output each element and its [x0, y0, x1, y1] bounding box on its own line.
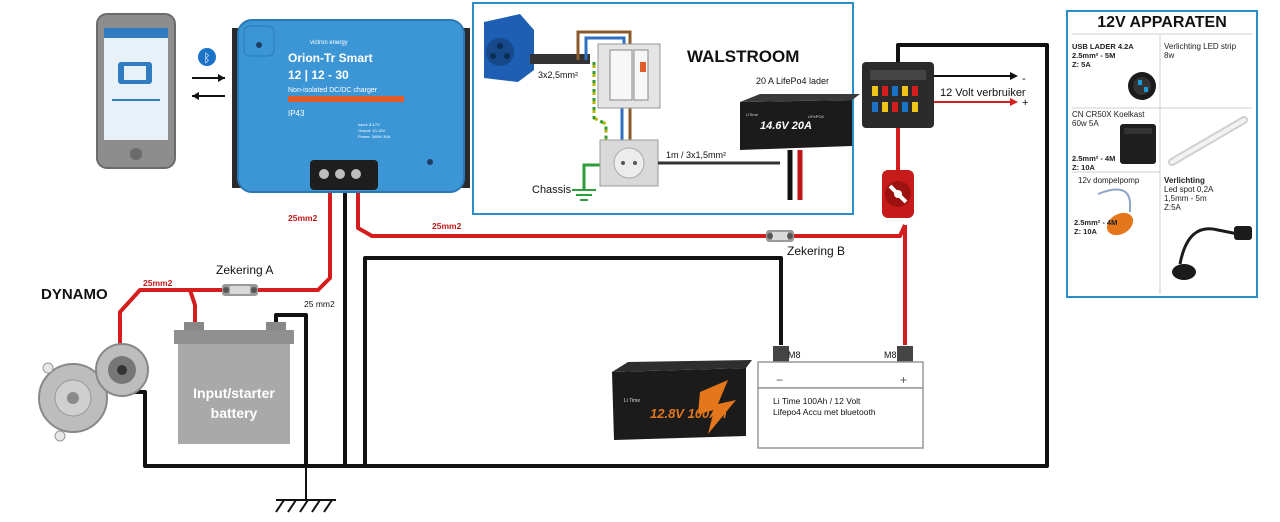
- apparaat-koelkast: CN CR50X Koelkast 60w 5A: [1072, 110, 1144, 128]
- cable-3x25-label: 3x2,5mm²: [538, 70, 578, 80]
- lifepo-product-image: 12.8V 100Ah Li Time: [612, 360, 752, 440]
- charger-spec-2: Output: 10-15V: [358, 128, 385, 133]
- dynamo: [38, 343, 149, 442]
- charger-ip: IP43: [288, 109, 305, 118]
- ground-symbol: [275, 466, 336, 513]
- lader-label: 20 A LifePo4 lader: [756, 76, 829, 86]
- battery-switch: [882, 170, 914, 218]
- phone: [96, 13, 176, 169]
- lader-display: 14.6V 20A: [760, 120, 812, 132]
- starter-plus-wire: [188, 289, 197, 330]
- apparaat-usb-line3: Z: 5A: [1072, 60, 1091, 69]
- apparaat-usb-line1: USB LADER 4.2A: [1072, 42, 1134, 51]
- zekering-b: [766, 230, 794, 242]
- charger-brand: victron energy: [310, 40, 348, 46]
- apparaat-ledstrip: Verlichting LED strip 8w: [1164, 42, 1236, 60]
- lifepo-line2: Lifepo4 Accu met bluetooth: [773, 407, 876, 417]
- apparaat-ledstrip-line1: Verlichting LED strip: [1164, 42, 1237, 51]
- apparaat-spot-line3: 1,5mm - 5m: [1164, 194, 1207, 203]
- apparaat-pomp-line1: 12v dompelpomp: [1078, 176, 1140, 185]
- charger-sub: Non-isolated DC/DC charger: [288, 87, 378, 94]
- starter-battery-line2: battery: [211, 405, 258, 421]
- led-strip-icon: [1168, 116, 1248, 166]
- bluetooth-link: ᛒ: [192, 48, 225, 100]
- chassis-label: Chassis: [532, 184, 572, 196]
- apparaat-spot-line4: Z:5A: [1164, 203, 1181, 212]
- charger-name: Orion-Tr Smart: [288, 51, 373, 65]
- lader-tag: LiFePO4: [808, 114, 825, 119]
- lifepo-minus-wire: [363, 256, 783, 466]
- verbruiker-outputs: - + 12 Volt verbruiker: [934, 72, 1028, 109]
- lifepo-plus-sign: +: [900, 373, 907, 387]
- apparaat-pomp-kabel-line1: 2.5mm² - 4M: [1074, 218, 1118, 227]
- apparaat-spot-line1: Verlichting: [1164, 176, 1205, 185]
- apparaat-pomp-kabel-line2: Z: 10A: [1074, 227, 1097, 236]
- apparaat-koelkast-line2: 60w 5A: [1072, 119, 1099, 128]
- apparaat-spot: Verlichting Led spot 0,2A 1,5mm - 5m Z:5…: [1164, 176, 1213, 212]
- fuse-box: [862, 62, 934, 128]
- lifepo-product-text: 12.8V 100Ah: [650, 406, 727, 421]
- apparaat-spot-line2: Led spot 0,2A: [1164, 185, 1214, 194]
- usb-charger-icon: [1128, 72, 1156, 100]
- pump-icon: [1097, 188, 1134, 236]
- zekering-b-label: Zekering B: [787, 244, 845, 258]
- apparaat-koelkast-kabel-line2: Z: 10A: [1072, 163, 1095, 172]
- starter-battery-line1: Input/starter: [193, 385, 275, 401]
- minus-label: -: [1022, 73, 1026, 85]
- lifepo-minus-sign: −: [776, 373, 783, 387]
- m8-right-label: M8: [884, 350, 897, 360]
- spot-light-icon: [1172, 226, 1252, 280]
- zekering-a-label: Zekering A: [216, 263, 273, 277]
- wire-label-25mm2-left: 25mm2: [143, 278, 173, 288]
- apparaat-pomp: 12v dompelpomp: [1078, 176, 1139, 185]
- charger-output-wire: [356, 185, 768, 238]
- dynamo-positive-wire: [118, 288, 222, 350]
- zekering-a: [222, 284, 258, 296]
- walstroom-panel: WALSTROOM: [472, 2, 860, 215]
- wire-label-25mm2-right: 25mm2: [432, 221, 462, 231]
- apparaat-ledstrip-line2: 8w: [1164, 51, 1175, 60]
- wire-label-25mm2-black: 25 mm2: [304, 299, 335, 309]
- bluetooth-icon: ᛒ: [203, 51, 210, 65]
- apparaat-koelkast-kabel: 2.5mm² - 4M Z: 10A: [1072, 154, 1115, 172]
- charger-model: 12 | 12 - 30: [288, 68, 349, 82]
- plus-label: +: [1022, 97, 1028, 109]
- red-wires: [118, 128, 907, 350]
- verbruiker-label: 12 Volt verbruiker: [940, 87, 1026, 99]
- apparaat-usb-line2: 2.5mm² - 5M: [1072, 51, 1116, 60]
- apparaten-grid: [1072, 33, 1252, 294]
- cee-plug: [484, 14, 590, 82]
- charger-spec-1: Input: 8-17V: [358, 122, 380, 127]
- wire-label-25mm2-top: 25mm2: [288, 213, 318, 223]
- m8-left-label: M8: [788, 350, 801, 360]
- apparaat-koelkast-line1: CN CR50X Koelkast: [1072, 110, 1145, 119]
- ground-bus-wire: [120, 43, 1049, 468]
- lader-device: 14.6V 20A LiFePO4 LiTime: [740, 94, 860, 200]
- walstroom-title: WALSTROOM: [687, 47, 799, 66]
- cable-1m-label: 1m / 3x1,5mm²: [666, 150, 726, 160]
- lifepo-product-brand: Li Time: [624, 398, 640, 404]
- orion-charger: victron energy Orion-Tr Smart 12 | 12 - …: [232, 19, 470, 193]
- lader-brand: LiTime: [746, 112, 759, 117]
- apparaat-pomp-kabel: 2.5mm² - 4M Z: 10A: [1074, 218, 1117, 236]
- apparaat-usb: USB LADER 4.2A 2.5mm² - 5M Z: 5A: [1072, 42, 1134, 69]
- apparaat-koelkast-kabel-line1: 2.5mm² - 4M: [1072, 154, 1116, 163]
- lifepo-line1: Li Time 100Ah / 12 Volt: [773, 396, 861, 406]
- apparaten-panel: 12V APPARATEN: [1066, 10, 1258, 298]
- apparaten-title: 12V APPARATEN: [1097, 14, 1227, 31]
- charger-spec-3: Power: 360W 30A: [358, 134, 391, 139]
- fridge-icon: [1120, 124, 1156, 164]
- zekering-a-to-charger-wire: [258, 185, 332, 292]
- starter-battery: Input/starter battery: [174, 322, 294, 444]
- lifepo-battery: − + Li Time 100Ah / 12 Volt Lifepo4 Accu…: [757, 346, 924, 449]
- zekering-b-wire: [794, 224, 907, 238]
- dynamo-label: DYNAMO: [41, 286, 108, 303]
